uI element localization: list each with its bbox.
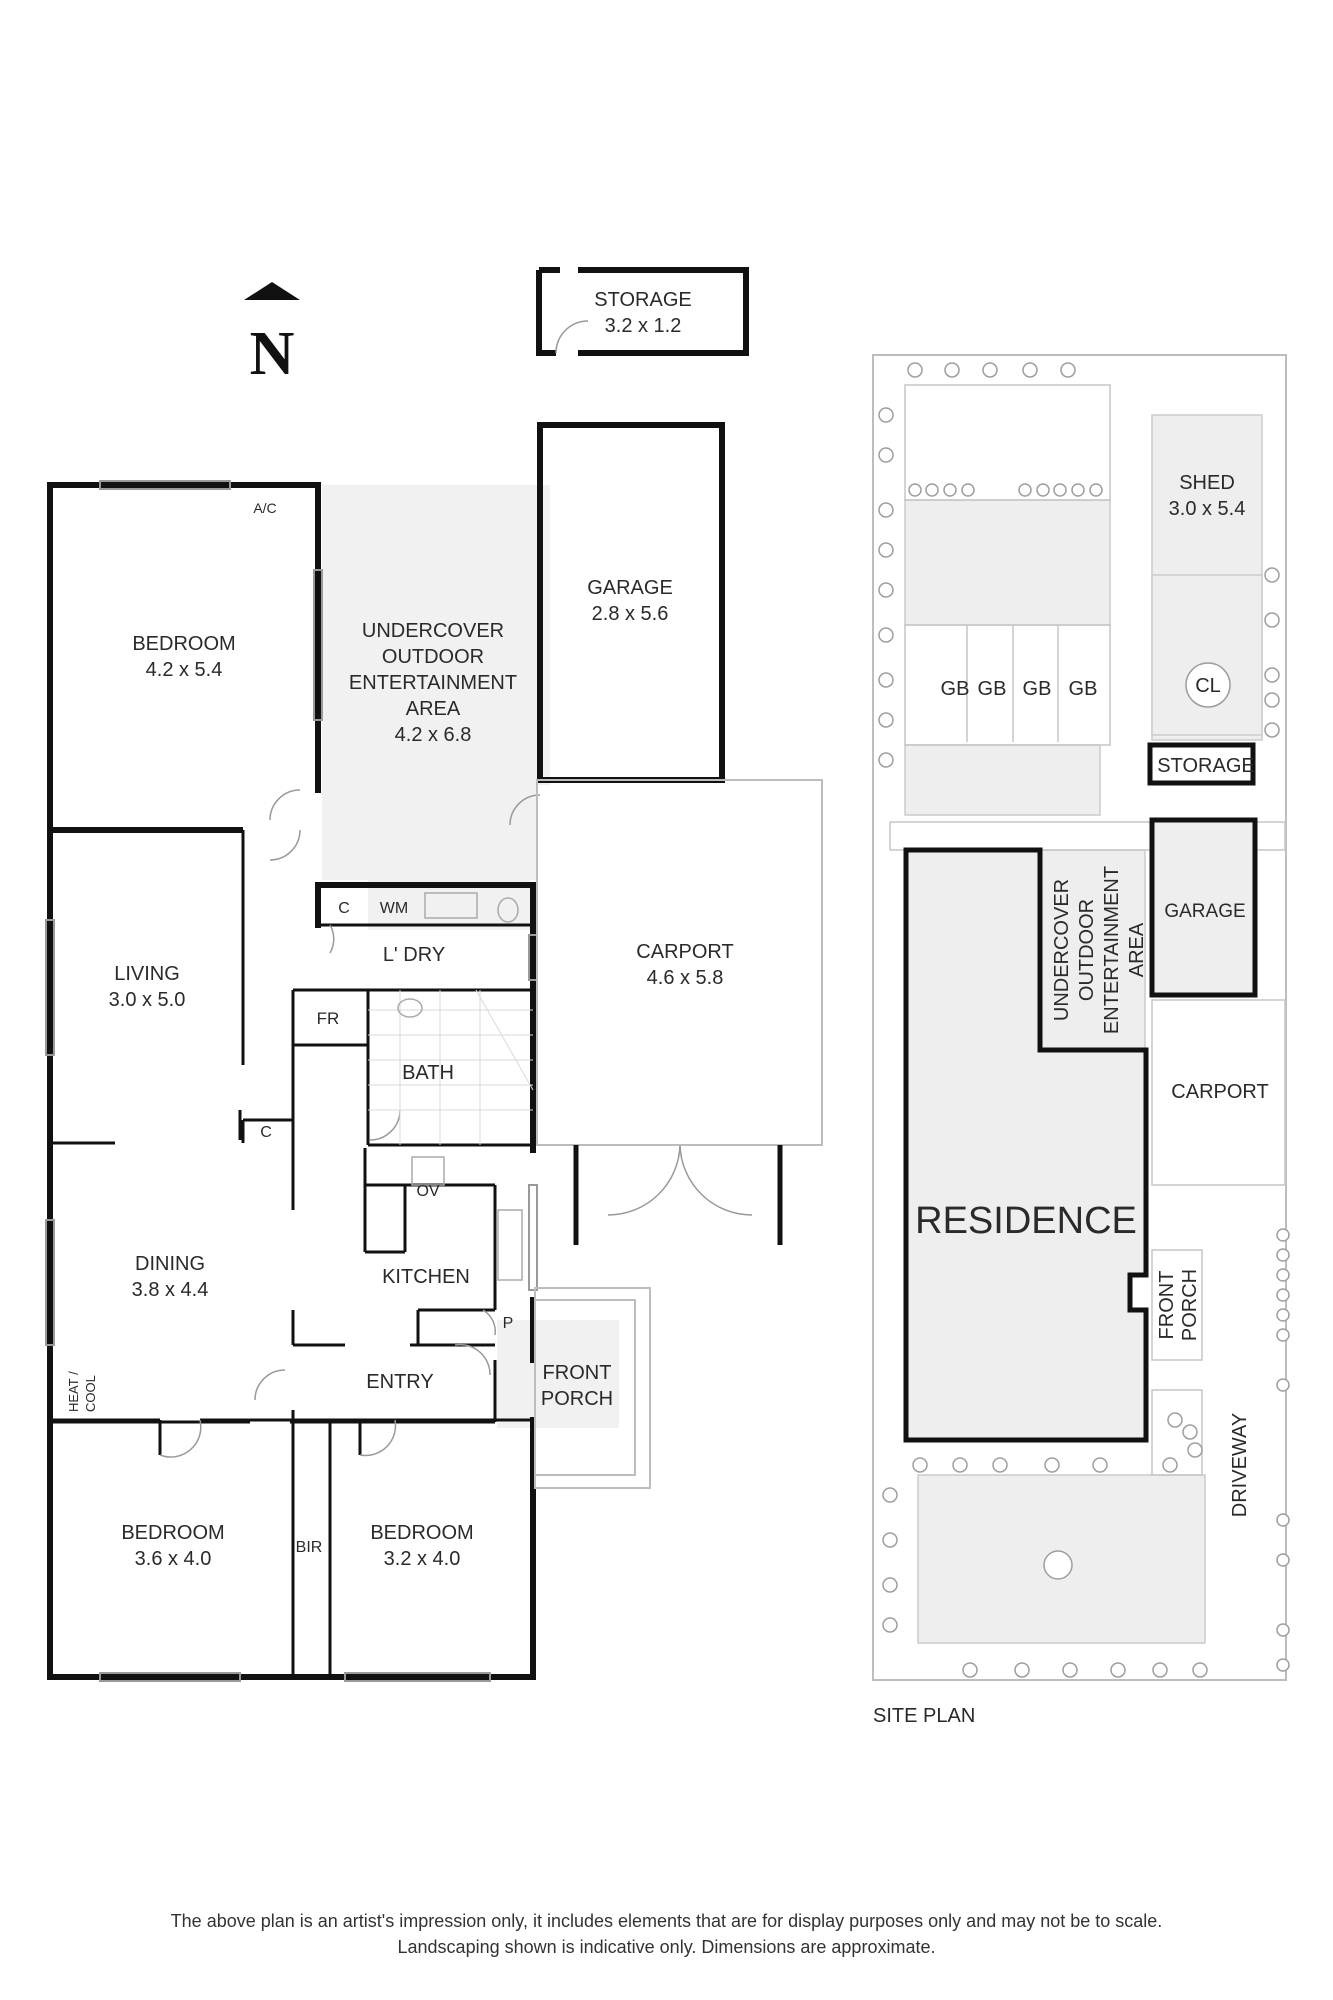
bath-label: BATH <box>402 1062 454 1084</box>
kitchen-label: KITCHEN <box>382 1266 470 1288</box>
laundry-c-label: C <box>338 900 350 917</box>
front-porch-line2: PORCH <box>541 1388 613 1410</box>
outdoor-line2: OUTDOOR <box>382 646 484 668</box>
dining-label: DINING <box>135 1253 205 1275</box>
site-boundary <box>872 354 1287 1681</box>
front-porch-line1: FRONT <box>543 1362 612 1384</box>
heat-cool-line1: HEAT / <box>66 1371 81 1412</box>
fr-label: FR <box>317 1009 340 1028</box>
outdoor-line1: UNDERCOVER <box>362 620 504 642</box>
bedroom-s-label: BEDROOM <box>370 1522 473 1544</box>
door-swings <box>159 789 753 1458</box>
site-cl-label: CL <box>1195 675 1221 697</box>
fixtures <box>397 892 523 1281</box>
site-front-porch-line1: FRONT <box>1156 1271 1178 1340</box>
dining-dims: 3.8 x 4.4 <box>132 1279 209 1301</box>
entry-label: ENTRY <box>366 1371 433 1393</box>
carport-outline <box>536 779 823 1146</box>
floor-fills <box>322 485 619 1428</box>
site-outdoor-line3: ENTERTAINMENT <box>1101 866 1123 1034</box>
windows <box>45 480 538 1682</box>
bedroom-nw-label: BEDROOM <box>132 633 235 655</box>
site-gb-4: GB <box>1069 678 1098 700</box>
bir-label: BIR <box>296 1539 323 1556</box>
bedroom-s-dims: 3.2 x 4.0 <box>384 1548 461 1570</box>
site-gb-1: GB <box>941 678 970 700</box>
site-gb-3: GB <box>1023 678 1052 700</box>
site-outdoor-line2: OUTDOOR <box>1076 899 1098 1001</box>
disclaimer-line-2: Landscaping shown is indicative only. Di… <box>397 1937 936 1957</box>
floor-walls <box>47 422 725 1680</box>
outdoor-dims: 4.2 x 6.8 <box>395 724 472 746</box>
site-trees <box>878 362 1290 1678</box>
c2-label: C <box>260 1124 272 1141</box>
living-label: LIVING <box>114 963 180 985</box>
heat-cool-line2: COOL <box>83 1375 98 1412</box>
site-shed-label: SHED <box>1179 472 1235 494</box>
site-plan-caption: SITE PLAN <box>873 1705 975 1727</box>
outdoor-line3: ENTERTAINMENT <box>349 672 517 694</box>
site-carport-label: CARPORT <box>1171 1081 1268 1103</box>
site-shed-dims: 3.0 x 5.4 <box>1169 498 1246 520</box>
front-porch-outline <box>534 1287 651 1489</box>
wet-area-tiles <box>368 989 534 1145</box>
storage-dims: 3.2 x 1.2 <box>605 315 682 337</box>
garage-label: GARAGE <box>587 577 673 599</box>
site-garage-label: GARAGE <box>1164 901 1245 922</box>
pantry-label: P <box>503 1315 514 1332</box>
laundry-label: L' DRY <box>383 944 445 966</box>
bedroom-sw-label: BEDROOM <box>121 1522 224 1544</box>
carport-label: CARPORT <box>636 941 733 963</box>
storage-room: STORAGE 3.2 x 1.2 <box>536 267 749 356</box>
garage-dims: 2.8 x 5.6 <box>592 603 669 625</box>
residence-outline <box>903 847 1149 1443</box>
site-garage-outline <box>1149 817 1258 998</box>
floor-walls-thin <box>52 830 533 1677</box>
site-plan: SHED 3.0 x 5.4 GB GB GB GB CL STORAGE GA… <box>872 354 1290 1727</box>
ov-label: OV <box>416 1183 439 1200</box>
bedroom-sw-dims: 3.6 x 4.0 <box>135 1548 212 1570</box>
site-outdoor-line4: AREA <box>1126 922 1148 977</box>
floor-labels: BEDROOM 4.2 x 5.4 A/C UNDERCOVER OUTDOOR… <box>66 500 734 1570</box>
site-buildings <box>903 742 1258 1443</box>
ac-label: A/C <box>253 500 276 516</box>
disclaimer-line-1: The above plan is an artist's impression… <box>170 1911 1163 1931</box>
carport-gate-posts <box>573 1145 783 1245</box>
laundry-wm-label: WM <box>380 900 408 917</box>
north-arrow: N <box>244 282 300 388</box>
site-storage-outline <box>1147 742 1256 786</box>
bedroom-nw-dims: 4.2 x 5.4 <box>146 659 223 681</box>
compass-letter: N <box>250 320 295 388</box>
site-labels: SHED 3.0 x 5.4 GB GB GB GB CL STORAGE GA… <box>873 472 1269 1727</box>
storage-label: STORAGE <box>594 289 691 311</box>
site-storage-label: STORAGE <box>1157 755 1254 777</box>
north-arrow-icon <box>244 282 300 300</box>
site-gb-2: GB <box>978 678 1007 700</box>
site-fills <box>904 414 1263 1644</box>
living-dims: 3.0 x 5.0 <box>109 989 186 1011</box>
outdoor-line4: AREA <box>406 698 461 720</box>
site-outlines <box>889 384 1286 1476</box>
site-residence-label: RESIDENCE <box>915 1200 1137 1242</box>
clothesline-icon <box>1185 662 1231 708</box>
carport-dims: 4.6 x 5.8 <box>647 967 724 989</box>
site-outdoor-line1: UNDERCOVER <box>1051 879 1073 1021</box>
site-driveway-label: DRIVEWAY <box>1229 1413 1251 1517</box>
site-front-porch-line2: PORCH <box>1179 1269 1201 1341</box>
